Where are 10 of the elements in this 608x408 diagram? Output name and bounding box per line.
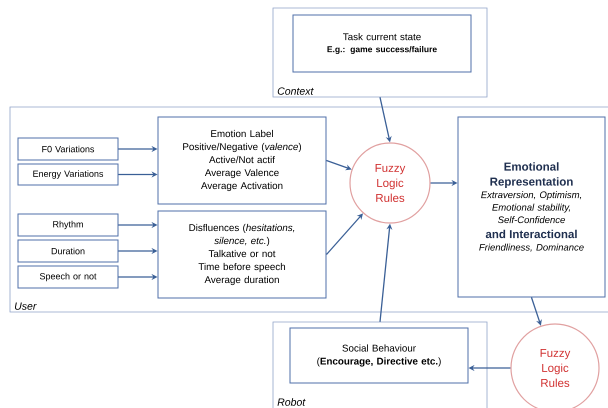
feature-box: F0 Variations [18, 138, 118, 160]
feature-box: Duration [18, 240, 118, 262]
info-box: Emotion Label Positive/Negative (valence) Active/Not actif Average Valence Average Activation [158, 116, 326, 204]
info-box: Task current state E.g.: game success/failure [292, 14, 472, 72]
feature-box: Energy Variations [18, 164, 118, 186]
feature-box: Speech or not [18, 266, 118, 288]
info-box: Disfluences (hesitations, silence, etc.) Talkative or not Time before speech Average duration [158, 210, 326, 298]
representation-box: Emotional Representation Extraversion, Optimism, Emotional stability, Self-Confidence and Interactional Friendliness, Dominance [458, 116, 606, 298]
feature-box: Rhythm [18, 214, 118, 236]
info-box: Social Behaviour (Encourage, Directive etc.) [290, 328, 468, 384]
